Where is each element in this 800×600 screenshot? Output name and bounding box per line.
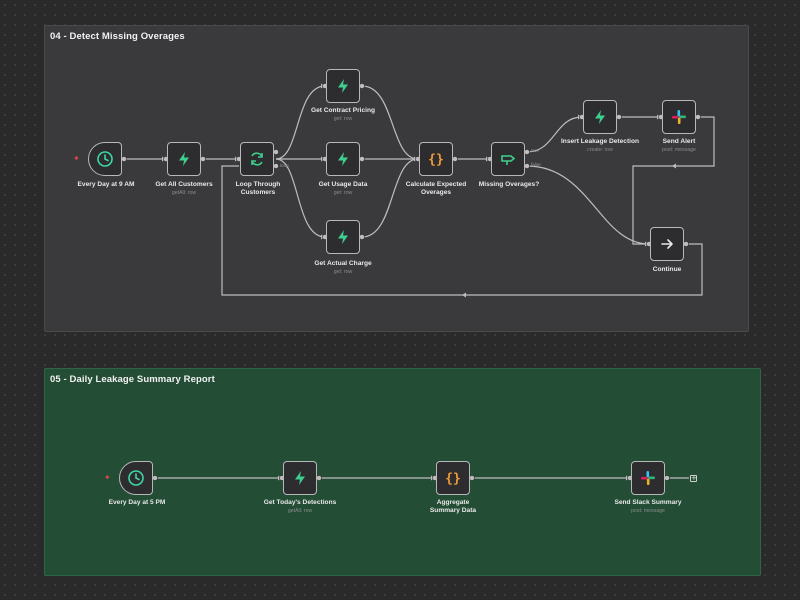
clock-icon [96,150,114,168]
node-subtitle: post: message [631,508,665,514]
group-title: 05 - Daily Leakage Summary Report [50,374,215,385]
node-subtitle: getAll: row [287,508,313,514]
svg-text:{}: {} [428,153,444,168]
node-label: Missing Overages? [478,181,540,188]
node-label: Aggregate Summary Data [429,499,477,514]
node-label: Get All Customers [155,181,213,188]
node-label: Continue [652,266,682,273]
port-label-true: true [531,148,539,153]
node-continue[interactable] [650,227,684,261]
code-braces-icon: {} [427,150,445,168]
node-insert-leakage-detection[interactable] [583,100,617,134]
connector-loop-to-actual [275,158,326,238]
supabase-bolt-icon [335,151,351,167]
node-label: Send Alert [662,138,696,145]
node-aggregate-summary-data[interactable]: {} [436,461,470,495]
node-get-contract-pricing[interactable] [326,69,360,103]
if-branch-icon [499,150,517,168]
connector-if-false-to-continue [526,165,650,245]
node-get-usage-data[interactable] [326,142,360,176]
node-label: Get Usage Data [318,181,368,188]
node-get-all-customers[interactable] [167,142,201,176]
node-subtitle: get: row [333,269,353,275]
connector-actual-to-calc [361,158,419,238]
node-label: Calculate Expected Overages [405,181,467,196]
svg-text:{}: {} [445,472,461,487]
trigger-bolt-icon: ✦ [73,154,80,163]
port-label-false: false [531,162,541,167]
node-subtitle: get: row [333,190,353,196]
loop-arrows-icon [248,150,266,168]
node-subtitle: getAll: row [171,190,197,196]
group-title: 04 - Detect Missing Overages [50,31,185,42]
node-label: Get Today's Detections [263,499,337,506]
node-label: Get Actual Charge [314,260,372,267]
node-label: Loop Through Customers [235,181,281,196]
supabase-bolt-icon [335,229,351,245]
supabase-bolt-icon [176,151,192,167]
workflow-group-detect-missing-overages[interactable]: 04 - Detect Missing Overages [44,25,749,332]
arrow-right-icon [659,236,675,252]
node-label: Send Slack Summary [614,499,682,506]
node-get-todays-detections[interactable] [283,461,317,495]
node-missing-overages[interactable] [491,142,525,176]
node-subtitle: get: row [333,116,353,122]
slack-icon [671,109,687,125]
node-subtitle: create: row [587,147,613,153]
node-loop-through-customers[interactable] [240,142,274,176]
add-node-plus-icon[interactable]: + [690,474,697,482]
supabase-bolt-icon [335,78,351,94]
port-label-loop: loop [280,163,289,168]
supabase-bolt-icon [292,470,308,486]
node-label: Get Contract Pricing [310,107,376,114]
node-calculate-expected-overages[interactable]: {} [419,142,453,176]
node-label: Insert Leakage Detection [560,138,640,145]
node-every-day-5pm[interactable] [119,461,153,495]
node-send-slack-summary[interactable] [631,461,665,495]
node-subtitle: post: message [662,147,696,153]
trigger-bolt-icon: ✦ [104,473,111,482]
code-braces-icon: {} [444,469,462,487]
node-label: Every Day at 5 PM [108,499,166,506]
connector-alert-to-continue [632,116,715,245]
node-get-actual-charge[interactable] [326,220,360,254]
supabase-bolt-icon [592,109,608,125]
connector-loop-to-contract [275,85,326,160]
connector-contract-to-calc [361,85,419,160]
connector-if-true-to-insert [526,116,583,153]
slack-icon [640,470,656,486]
node-label: Every Day at 9 AM [77,181,135,188]
node-every-day-9am[interactable] [88,142,122,176]
clock-icon [127,469,145,487]
node-send-alert[interactable] [662,100,696,134]
